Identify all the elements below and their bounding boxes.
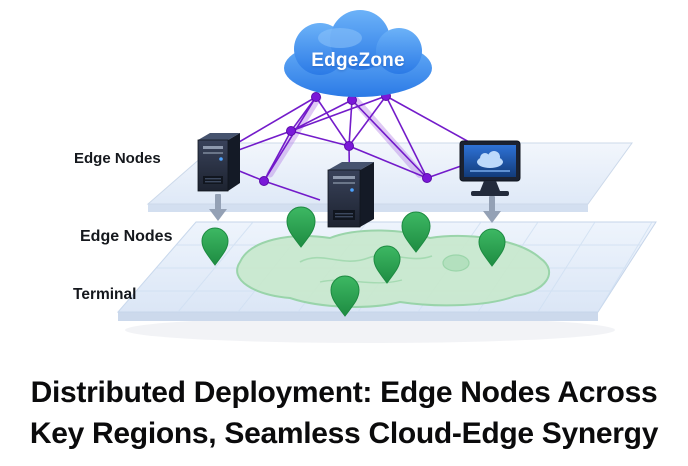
map-pin-icon — [330, 275, 360, 317]
server-tower-left-icon — [197, 133, 240, 192]
monitor-icon — [459, 140, 521, 196]
diagram-title-line2: Key Regions, Seamless Cloud-Edge Synergy — [29, 417, 659, 450]
cloud-label: EdgeZone — [311, 50, 405, 71]
diagram-title-line1: Distributed Deployment: Edge Nodes Acros… — [30, 376, 658, 409]
map-pins — [201, 206, 506, 317]
server-tower-center-icon — [327, 162, 374, 228]
map-pin-icon — [201, 227, 229, 266]
layer-label-edge-nodes-2: Edge Nodes — [80, 228, 173, 245]
map-pin-icon — [373, 245, 401, 284]
down-arrow-right-icon — [483, 196, 501, 223]
ground-shadow — [125, 317, 615, 343]
map-pin-icon — [286, 206, 316, 248]
map-pin-icon — [478, 228, 506, 267]
layer-label-edge-nodes-1: Edge Nodes — [74, 150, 161, 167]
down-arrow-left-icon — [209, 194, 227, 221]
monitor-cloud-graphic — [470, 151, 510, 172]
layer-label-terminal: Terminal — [73, 286, 137, 303]
diagram-title: Distributed Deployment: Edge Nodes Acros… — [0, 372, 688, 454]
cloud-icon — [284, 10, 432, 97]
map-pin-icon — [401, 211, 431, 253]
